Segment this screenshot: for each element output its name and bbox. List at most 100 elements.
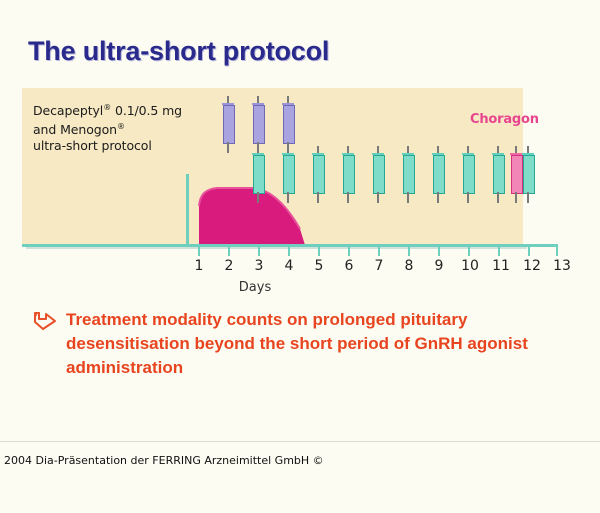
syringe-needle	[527, 192, 529, 203]
syringe-flange	[522, 153, 534, 155]
syringe-plunger	[497, 146, 499, 154]
syringe-flange	[222, 103, 234, 105]
syringe-barrel	[343, 155, 355, 194]
footer-divider	[0, 441, 600, 442]
x-axis-label-8: 8	[404, 258, 414, 274]
x-axis-tick-11	[498, 247, 500, 256]
legend-drug-2: and Menogon	[33, 122, 117, 138]
x-axis-title: Days	[238, 280, 272, 295]
x-axis-label-12: 12	[523, 258, 541, 274]
syringe-barrel	[313, 155, 325, 194]
syringe-needle	[317, 192, 319, 203]
x-axis-tick-5	[318, 247, 320, 256]
syringe-barrel	[403, 155, 415, 194]
syringe-needle	[377, 192, 379, 203]
syringe-needle	[347, 192, 349, 203]
chart-panel-shadow	[26, 245, 527, 249]
x-axis-tick-2	[228, 247, 230, 256]
legend-protocol: ultra-short protocol	[33, 138, 152, 154]
x-axis-tick-10	[468, 247, 470, 256]
x-axis-tick-7	[378, 247, 380, 256]
treatment-start-line	[186, 174, 189, 247]
legend-registered-2: ®	[116, 122, 125, 132]
syringe-plunger	[407, 146, 409, 154]
x-axis-label-3: 3	[254, 258, 264, 274]
legend-registered-1: ®	[103, 103, 112, 112]
syringe-barrel	[283, 155, 295, 194]
syringe-plunger	[347, 146, 349, 154]
syringe-flange	[372, 153, 384, 155]
syringe-barrel	[433, 155, 445, 194]
syringe-plunger	[287, 96, 289, 104]
syringe-needle	[437, 192, 439, 203]
syringe-flange	[312, 153, 324, 155]
syringe-barrel	[493, 155, 505, 194]
x-axis-label-1: 1	[194, 258, 204, 274]
syringe-barrel	[463, 155, 475, 194]
syringe-plunger	[527, 146, 529, 154]
syringe-barrel	[523, 155, 535, 194]
syringe-needle	[407, 192, 409, 203]
syringe-barrel	[223, 105, 235, 144]
syringe-needle	[515, 192, 517, 203]
desensitisation-region	[198, 187, 305, 245]
x-axis-tick-12	[528, 247, 530, 256]
syringe-needle	[497, 192, 499, 203]
syringe-flange	[402, 153, 414, 155]
syringe-barrel	[253, 155, 265, 194]
x-axis-tick-1	[198, 247, 200, 256]
protocol-chart: Decapeptyl® 0.1/0.5 mg and Menogon® ultr…	[0, 88, 600, 303]
x-axis-tick-3	[258, 247, 260, 256]
legend-drug-1: Decapeptyl	[33, 103, 104, 119]
syringe-flange	[492, 153, 504, 155]
syringe-plunger	[437, 146, 439, 154]
x-axis-line	[22, 244, 558, 247]
syringe-plunger	[377, 146, 379, 154]
syringe-flange	[282, 103, 294, 105]
key-message-block: Treatment modality counts on prolonged p…	[33, 308, 573, 380]
x-axis-tick-13	[556, 247, 558, 256]
syringe-plunger	[257, 96, 259, 104]
page-title: The ultra-short protocol	[28, 36, 330, 66]
syringe-needle	[257, 192, 259, 203]
x-axis-label-7: 7	[374, 258, 384, 274]
choragon-label: Choragon	[470, 112, 539, 127]
syringe-flange	[432, 153, 444, 155]
x-axis-label-5: 5	[314, 258, 324, 274]
x-axis-label-6: 6	[344, 258, 354, 274]
x-axis-tick-4	[288, 247, 290, 256]
legend-dose: 0.1/0.5 mg	[111, 103, 183, 119]
syringe-flange	[462, 153, 474, 155]
x-axis-tick-6	[348, 247, 350, 256]
syringe-needle	[287, 192, 289, 203]
x-axis-tick-9	[438, 247, 440, 256]
syringe-barrel	[283, 105, 295, 144]
syringe-plunger	[467, 146, 469, 154]
syringe-flange	[252, 103, 264, 105]
syringe-flange	[510, 153, 522, 155]
syringe-barrel	[511, 155, 523, 194]
syringe-needle	[227, 142, 229, 153]
syringe-flange	[252, 153, 264, 155]
syringe-needle	[467, 192, 469, 203]
syringe-plunger	[287, 146, 289, 154]
x-axis-label-4: 4	[284, 258, 294, 274]
x-axis-label-2: 2	[224, 258, 234, 274]
syringe-plunger	[317, 146, 319, 154]
syringe-flange	[342, 153, 354, 155]
syringe-flange	[282, 153, 294, 155]
syringe-plunger	[515, 146, 517, 154]
syringe-barrel	[253, 105, 265, 144]
syringe-plunger	[257, 146, 259, 154]
key-message-text: Treatment modality counts on prolonged p…	[66, 310, 528, 377]
x-axis-tick-8	[408, 247, 410, 256]
syringe-plunger	[227, 96, 229, 104]
footer-copyright: 2004 Dia-Präsentation der FERRING Arznei…	[4, 454, 324, 467]
x-axis-label-11: 11	[492, 258, 510, 274]
pointing-hand-icon	[34, 312, 56, 330]
syringe-barrel	[373, 155, 385, 194]
x-axis-label-9: 9	[434, 258, 444, 274]
x-axis-label-13: 13	[553, 258, 571, 274]
x-axis-label-10: 10	[461, 258, 479, 274]
